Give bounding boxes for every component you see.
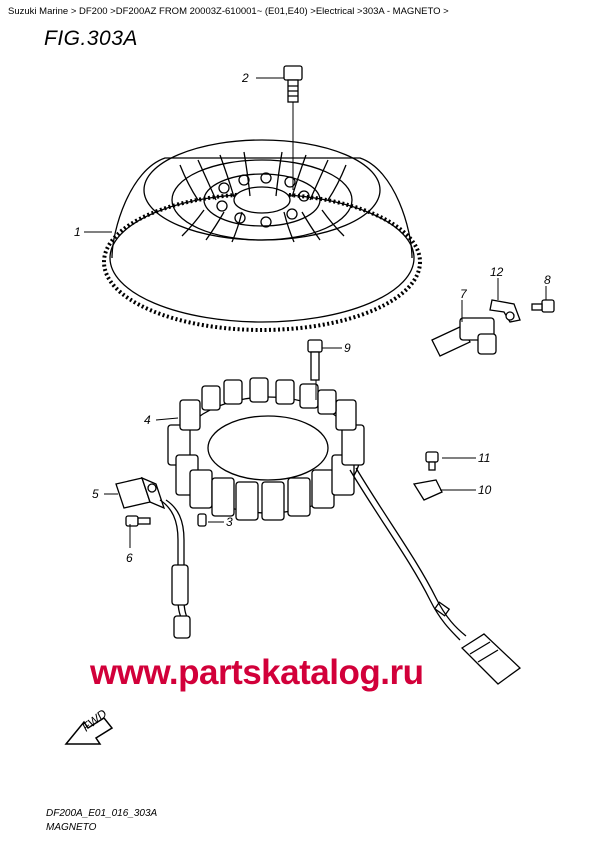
callout-8: 8 bbox=[544, 273, 551, 287]
dowel-pin-part-3[interactable] bbox=[197, 513, 207, 527]
clamp-part-12[interactable] bbox=[489, 299, 521, 323]
leader-lines bbox=[84, 77, 547, 548]
clamp-part-10[interactable] bbox=[412, 479, 443, 501]
callout-12: 12 bbox=[490, 265, 504, 279]
flywheel-bolt-part-2[interactable] bbox=[283, 65, 303, 103]
callout-7: 7 bbox=[460, 287, 468, 301]
bolt-part-8[interactable] bbox=[531, 299, 555, 313]
bolt-part-11[interactable] bbox=[425, 451, 439, 471]
pulser-connector bbox=[173, 615, 191, 639]
watermark[interactable]: www.partskatalog.ru bbox=[90, 653, 424, 692]
stator-connector bbox=[460, 633, 522, 685]
pulser-wire bbox=[159, 499, 189, 621]
footer-code: DF200A_E01_016_303A bbox=[46, 808, 158, 819]
callout-4: 4 bbox=[144, 413, 151, 427]
fwd-arrow-icon bbox=[64, 717, 114, 745]
figure-title: FIG.303A bbox=[44, 27, 138, 50]
callout-2: 2 bbox=[241, 71, 249, 85]
flywheel-part-1[interactable] bbox=[102, 139, 422, 332]
callout-1: 1 bbox=[74, 225, 81, 239]
footer-name: MAGNETO bbox=[46, 822, 97, 833]
pulser-coil-part-5[interactable] bbox=[115, 476, 166, 510]
sensor-part-7[interactable] bbox=[431, 317, 497, 357]
stator-harness bbox=[349, 467, 467, 641]
callout-5: 5 bbox=[92, 487, 99, 501]
callout-9: 9 bbox=[344, 341, 351, 355]
callout-3: 3 bbox=[226, 515, 233, 529]
breadcrumb[interactable]: Suzuki Marine > DF200 >DF200AZ FROM 2000… bbox=[8, 6, 449, 17]
stator-bolt-part-9[interactable] bbox=[307, 339, 323, 381]
pulser-screw-part-6[interactable] bbox=[125, 515, 151, 527]
callout-10: 10 bbox=[478, 483, 492, 497]
callout-11: 11 bbox=[478, 451, 490, 465]
callout-6: 6 bbox=[126, 551, 133, 565]
stator-part-4[interactable] bbox=[167, 377, 365, 521]
